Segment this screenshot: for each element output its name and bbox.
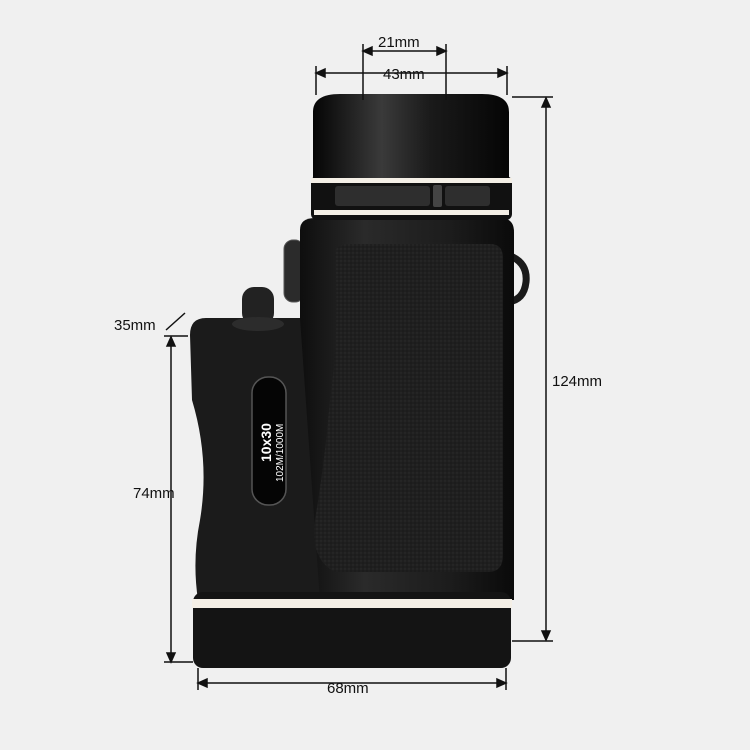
knob-base (232, 317, 284, 331)
dim-height-total: 124mm (552, 373, 602, 390)
dim-eyepiece-inner: 21mm (378, 34, 420, 51)
textured-grip (314, 244, 503, 572)
lanyard-loop (506, 251, 530, 306)
dim-handle-height: 74mm (133, 485, 175, 502)
ring-stripe-top (311, 178, 512, 183)
dim-width-base: 68mm (327, 680, 369, 697)
base (193, 592, 511, 668)
dimension-lines (164, 44, 553, 690)
ring-stripe-bottom (314, 210, 509, 215)
eyepiece (313, 94, 509, 178)
label-model: 10x30 (258, 423, 274, 462)
focus-knob (242, 287, 274, 325)
dim-eyepiece-outer: 43mm (383, 66, 425, 83)
dim-handle-depth: 35mm (114, 317, 156, 334)
base-stripe (192, 599, 512, 608)
label-fov: 102M/1000M (275, 424, 286, 482)
ring-grip-ridges (335, 185, 490, 207)
label-plate (251, 376, 287, 506)
